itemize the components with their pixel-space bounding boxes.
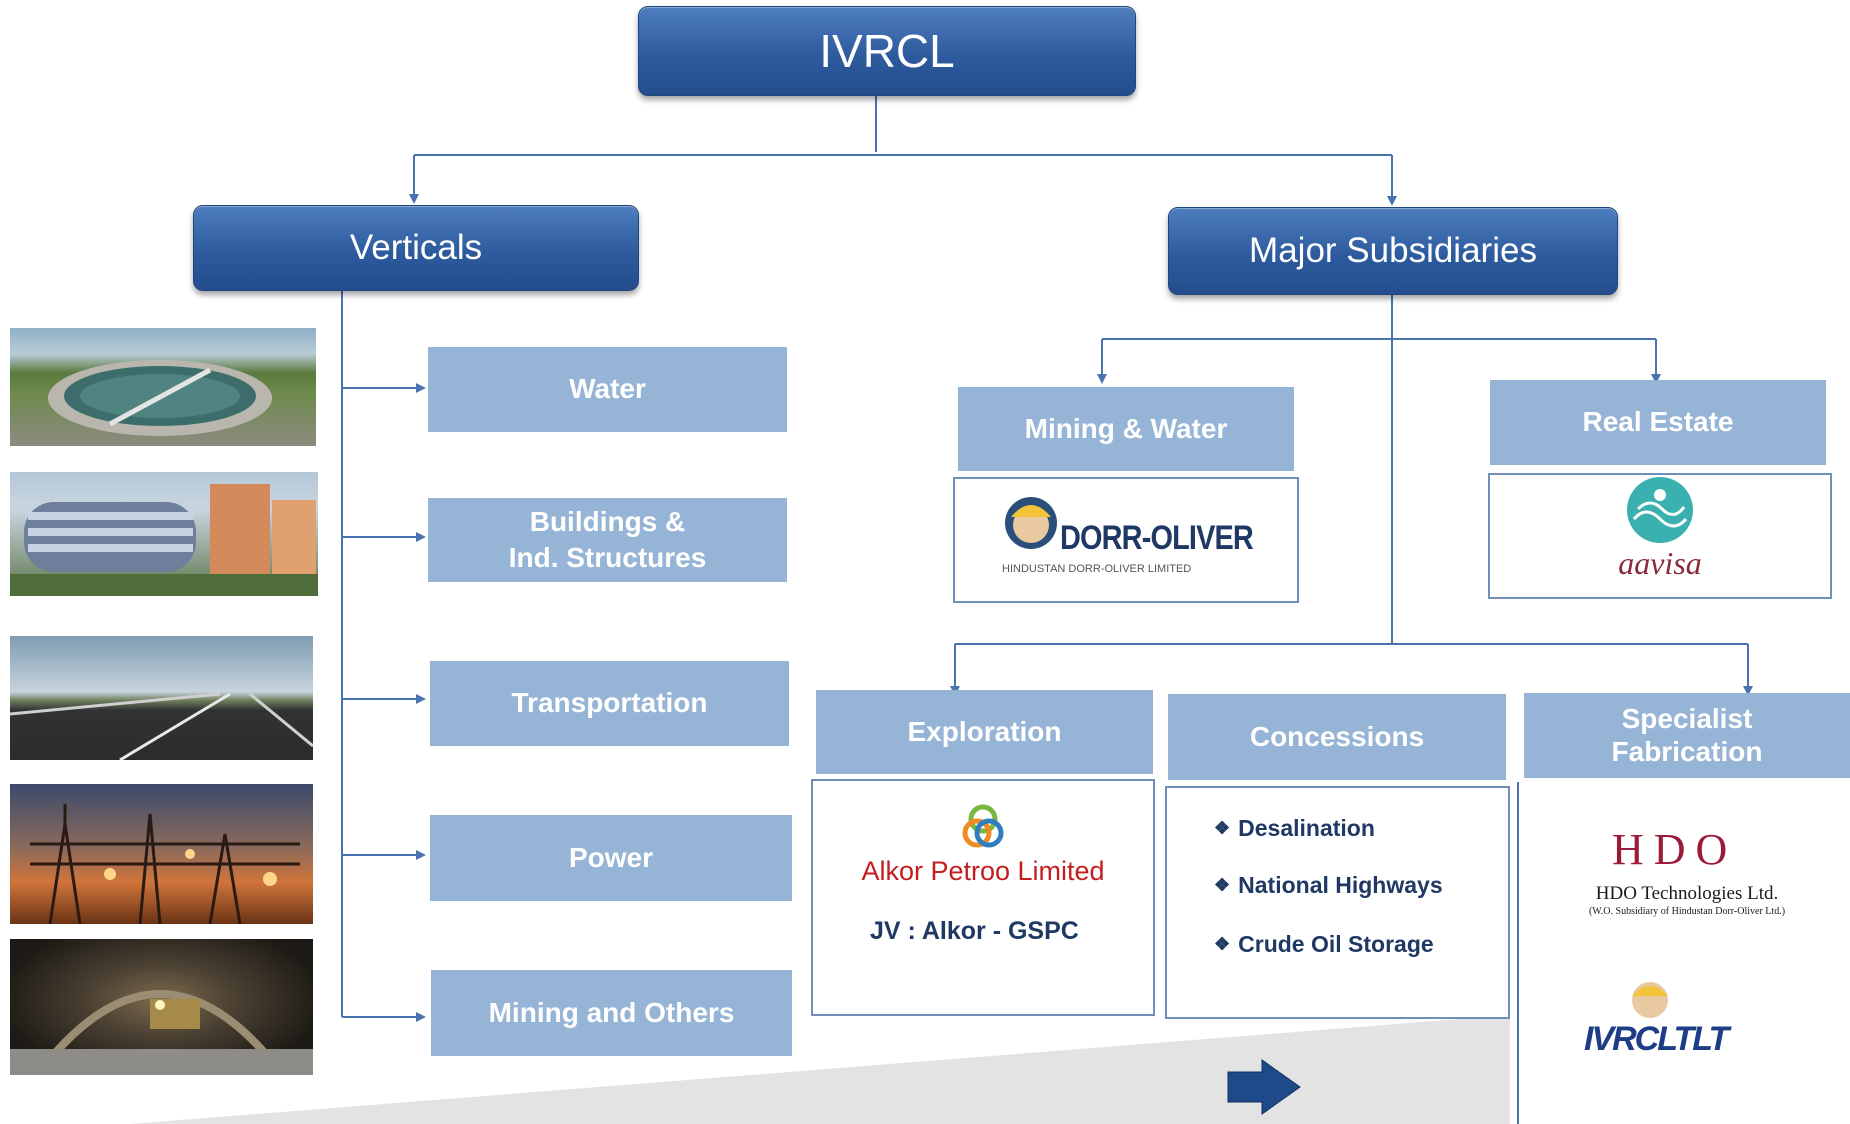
- dorr-oliver-panel: DORR-OLIVER HINDUSTAN DORR-OLIVER LIMITE…: [953, 477, 1299, 603]
- root-box: IVRCL: [638, 6, 1136, 96]
- alkor-jv-text: JV : Alkor - GSPC: [870, 917, 1079, 945]
- fabrication-label-line2: Fabrication: [1611, 735, 1763, 767]
- diamond-bullet-icon: ❖: [1214, 874, 1231, 895]
- concession-item: ❖ Desalination: [1214, 812, 1443, 844]
- fabrication-box: Specialist Fabrication: [1524, 693, 1850, 778]
- dorr-oliver-mascot-icon: [1005, 497, 1057, 549]
- alkor-company-name: Alkor Petroo Limited: [861, 856, 1105, 886]
- concessions-panel: ❖ Desalination ❖ National Highways ❖ Cru…: [1165, 786, 1510, 1019]
- concession-item-label: Crude Oil Storage: [1238, 930, 1434, 957]
- dorr-oliver-logo-text: DORR-OLIVER: [1060, 519, 1254, 557]
- exploration-label: Exploration: [907, 715, 1062, 747]
- vertical-transportation: Transportation: [430, 661, 789, 746]
- diamond-bullet-icon: ❖: [1214, 933, 1231, 954]
- root-label: IVRCL: [819, 25, 955, 77]
- vertical-buildings-label-line2: Ind. Structures: [508, 542, 707, 573]
- diamond-bullet-icon: ❖: [1214, 817, 1231, 838]
- aavisa-panel: aavisa: [1488, 473, 1832, 599]
- dorr-oliver-logo-sub: HINDUSTAN DORR-OLIVER LIMITED: [1002, 563, 1192, 575]
- vertical-power-label: Power: [568, 841, 654, 873]
- water-treatment-plant-photo: [10, 328, 316, 446]
- concession-item: ❖ National Highways: [1214, 869, 1443, 901]
- aavisa-logo-text: aavisa: [1618, 545, 1702, 581]
- verticals-label: Verticals: [349, 228, 483, 267]
- ivrcl-tlt-logo: IVRCLTLT: [1584, 1020, 1729, 1058]
- vertical-mining-label: Mining and Others: [488, 996, 735, 1028]
- verticals-box: Verticals: [193, 205, 639, 291]
- vertical-transportation-label: Transportation: [511, 687, 708, 719]
- vertical-mining: Mining and Others: [431, 970, 792, 1056]
- hdo-name: HDO Technologies Ltd.: [1595, 883, 1779, 904]
- mining-water-label: Mining & Water: [1024, 412, 1228, 444]
- subsidiaries-label: Major Subsidiaries: [1249, 231, 1537, 270]
- vertical-buildings-label-line1: Buildings &: [529, 505, 686, 537]
- alkor-logo-icon: [962, 804, 1004, 848]
- real-estate-label: Real Estate: [1582, 406, 1734, 438]
- vertical-water-label: Water: [569, 373, 646, 405]
- concessions-label: Concessions: [1249, 720, 1425, 752]
- concession-item: ❖ Crude Oil Storage: [1214, 928, 1443, 960]
- vertical-water: Water: [428, 347, 787, 432]
- vertical-buildings: Buildings & Ind. Structures: [428, 498, 787, 582]
- hdo-sub: (W.O. Subsidiary of Hindustan Dorr-Olive…: [1588, 906, 1786, 917]
- exploration-box: Exploration: [816, 690, 1153, 774]
- concession-item-label: National Highways: [1238, 871, 1443, 898]
- real-estate-box: Real Estate: [1490, 380, 1826, 465]
- ivrcl-tlt-mascot-icon: [1632, 982, 1668, 1018]
- mining-tunnel-photo: [10, 939, 313, 1075]
- building-photo: [10, 472, 318, 596]
- concession-item-label: Desalination: [1238, 814, 1375, 841]
- aavisa-logo-icon: [1627, 477, 1693, 543]
- subsidiaries-box: Major Subsidiaries: [1168, 207, 1618, 295]
- vertical-power: Power: [430, 815, 792, 901]
- fabrication-label-line1: Specialist: [1621, 703, 1753, 735]
- concessions-box: Concessions: [1168, 694, 1506, 780]
- hdo-logo: HDO: [1612, 825, 1738, 874]
- power-substation-photo: [10, 784, 313, 924]
- mining-water-box: Mining & Water: [958, 387, 1294, 471]
- next-arrow-icon: [1228, 1060, 1300, 1114]
- highway-photo: [10, 636, 313, 760]
- alkor-panel: Alkor Petroo Limited JV : Alkor - GSPC: [811, 779, 1155, 1016]
